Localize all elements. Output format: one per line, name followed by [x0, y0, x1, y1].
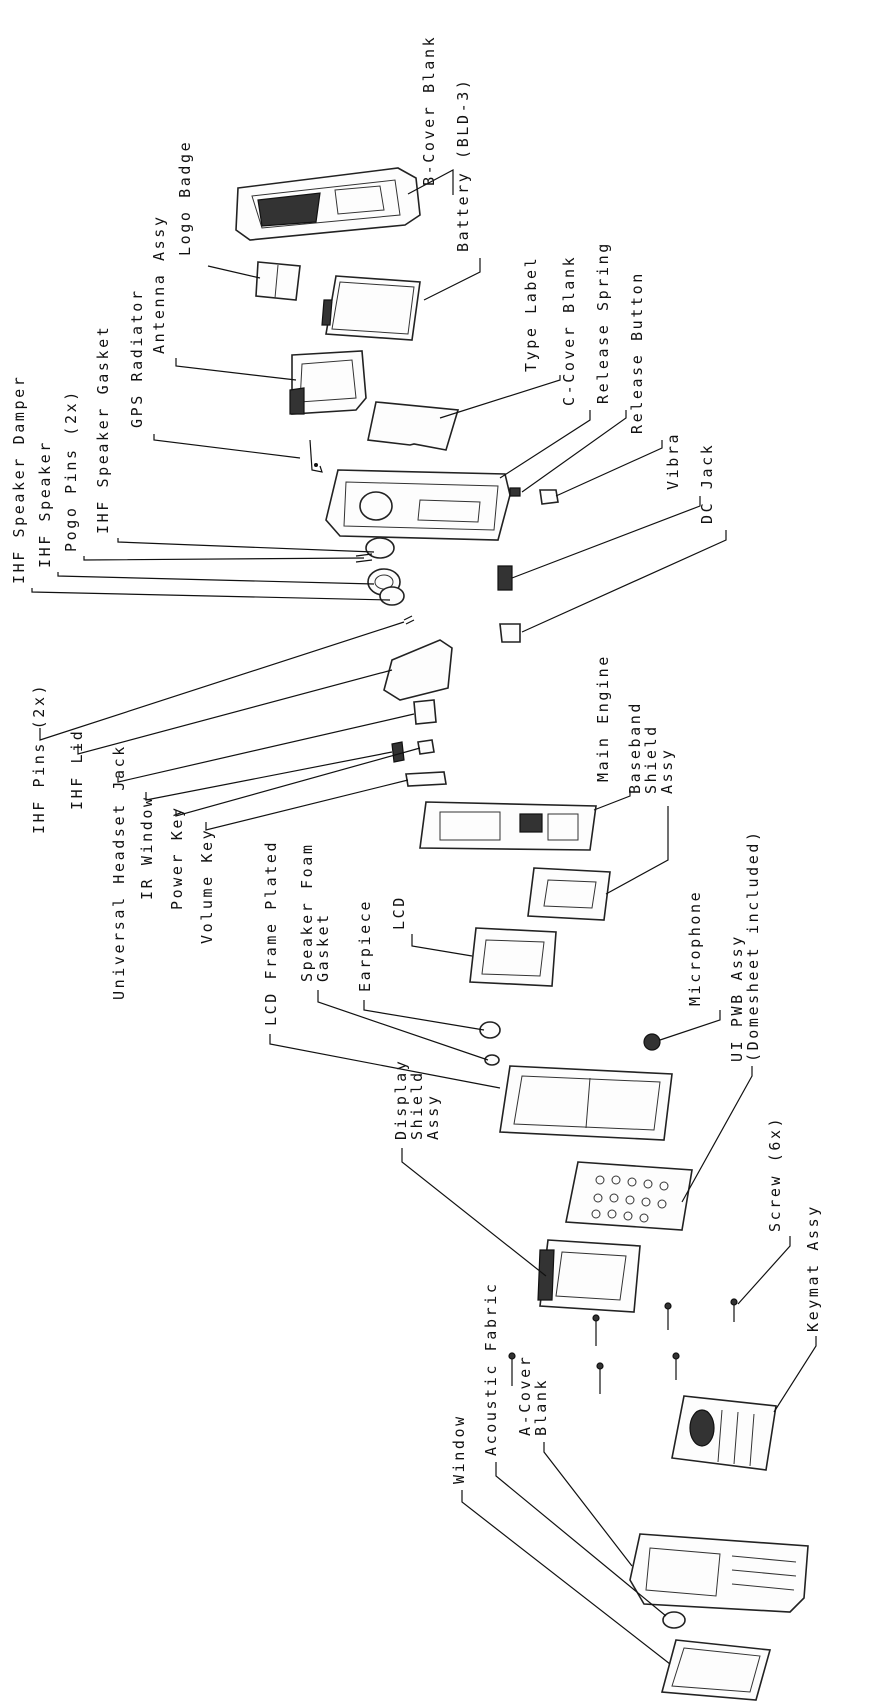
- antenna-assy-part: [289, 350, 367, 415]
- label-ui-pwb-line-1: UI PWB Assy: [728, 934, 746, 1062]
- ihf-speaker-gasket-part: [365, 537, 395, 559]
- release-button-part: [539, 489, 559, 505]
- gps-radiator-part: [309, 439, 323, 473]
- ir-window-part: [391, 741, 405, 763]
- keymat-part: [671, 1395, 777, 1471]
- label-antenna-assy: Antenna Assy: [150, 214, 168, 354]
- power-key-part: [417, 739, 435, 755]
- display-shield-part: [537, 1239, 641, 1313]
- acoustic-fabric-part: [662, 1611, 686, 1629]
- label-vibra: Vibra: [664, 432, 682, 490]
- volume-key-part: [405, 771, 447, 787]
- label-release-spring: Release Spring: [594, 241, 612, 404]
- label-ui-pwb-line-2: (Domesheet included): [744, 829, 762, 1062]
- label-battery: Battery (BLD-3): [454, 78, 472, 252]
- ihf-pins-part: [403, 615, 415, 625]
- vibra-part: [497, 565, 513, 591]
- dc-jack-part: [499, 623, 521, 643]
- label-b-cover-blank: B-Cover Blank: [420, 35, 438, 186]
- label-main-engine: Main Engine: [594, 654, 612, 782]
- label-a-cover-line-2: Blank: [532, 1378, 550, 1436]
- label-keymat-assy: Keymat Assy: [804, 1204, 822, 1332]
- label-logo-badge: Logo Badge: [176, 140, 194, 256]
- ihf-lid-part: [383, 639, 453, 701]
- label-acoustic-fabric: Acoustic Fabric: [482, 1282, 500, 1456]
- logo-badge-part: [255, 261, 301, 301]
- label-ihf-speaker-damper: IHF Speaker Damper: [10, 375, 28, 584]
- b-cover-part: [235, 167, 421, 241]
- main-engine-part: [419, 801, 597, 851]
- battery-part: [321, 275, 421, 341]
- microphone-part: [643, 1033, 661, 1051]
- headset-jack-part: [413, 699, 437, 725]
- labels: B-Cover Blank Battery (BLD-3) Logo Badge…: [10, 35, 822, 1484]
- lcd-part: [469, 927, 557, 987]
- label-universal-headset-jack: Universal Headset Jack: [110, 744, 128, 1000]
- label-speaker-foam-line-2: Gasket: [314, 912, 332, 982]
- label-a-cover-line-1: A-Cover: [516, 1355, 534, 1436]
- label-display-shield-line-3: Assy: [424, 1093, 442, 1140]
- label-volume-key: Volume Key: [198, 828, 216, 944]
- label-lcd: LCD: [390, 895, 408, 930]
- window-part: [660, 1639, 772, 1701]
- label-ihf-speaker-gasket: IHF Speaker Gasket: [94, 325, 112, 534]
- label-earpiece: Earpiece: [356, 899, 374, 992]
- label-display-shield-line-2: Shield: [408, 1070, 426, 1140]
- type-label-part: [367, 401, 460, 451]
- label-release-button: Release Button: [628, 271, 646, 434]
- leader-lines: [31, 169, 817, 1665]
- label-ihf-lid: IHF Lid: [68, 729, 86, 810]
- label-baseband-line-2: Shield: [642, 724, 660, 794]
- ui-pwb-part: [565, 1161, 693, 1231]
- screws-part: [508, 1298, 738, 1394]
- pogo-pins-part: [355, 553, 373, 563]
- label-ihf-pins: IHF Pins (2x): [30, 683, 48, 834]
- lcd-frame-part: [499, 1065, 673, 1141]
- speaker-foam-gasket-part: [484, 1054, 500, 1066]
- label-display-shield-line-1: Display: [392, 1059, 410, 1140]
- c-cover-part: [325, 469, 511, 541]
- ihf-speaker-damper-part: [379, 586, 405, 606]
- label-ir-window: IR Window: [138, 795, 156, 900]
- label-power-key: Power Key: [168, 805, 186, 910]
- label-speaker-foam-line-1: Speaker Foam: [298, 842, 316, 982]
- label-dc-jack: DC Jack: [698, 443, 716, 524]
- a-cover-part: [629, 1533, 809, 1613]
- label-gps-radiator: GPS Radiator: [128, 288, 146, 428]
- earpiece-part: [479, 1021, 501, 1039]
- label-lcd-frame-plated: LCD Frame Plated: [262, 840, 280, 1026]
- baseband-shield-part: [527, 867, 611, 921]
- label-window: Window: [450, 1414, 468, 1484]
- label-pogo-pins: Pogo Pins (2x): [62, 389, 80, 552]
- label-ihf-speaker: IHF Speaker: [36, 440, 54, 568]
- release-spring-part: [509, 487, 521, 497]
- label-baseband-line-1: Baseband: [626, 701, 644, 794]
- label-baseband-line-3: Assy: [658, 747, 676, 794]
- label-microphone: Microphone: [686, 890, 704, 1006]
- label-c-cover-blank: C-Cover Blank: [560, 255, 578, 406]
- label-type-label: Type Label: [522, 256, 540, 372]
- label-screw: Screw (6x): [766, 1116, 784, 1232]
